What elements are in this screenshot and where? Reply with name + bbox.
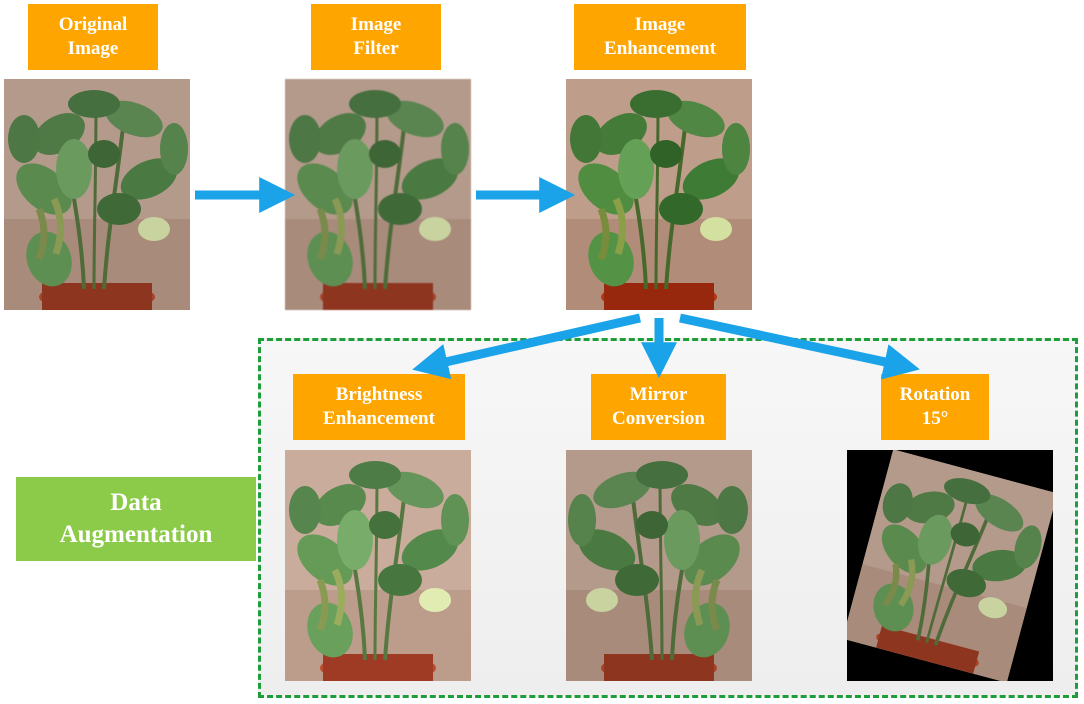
arrow-to-brightness xyxy=(412,313,641,380)
arrow-to-rotation xyxy=(679,313,920,380)
image-filter-label: Image Filter xyxy=(311,4,441,70)
brightness-enhancement-label: Brightness Enhancement xyxy=(293,374,465,440)
mirror-converted-photo xyxy=(566,450,752,681)
filtered-image-photo xyxy=(285,79,471,310)
rotation-label: Rotation 15° xyxy=(881,374,989,440)
original-image-photo xyxy=(4,79,190,310)
rotated-photo-frame xyxy=(847,450,1053,681)
image-enhancement-label: Image Enhancement xyxy=(574,4,746,70)
mirror-conversion-label: Mirror Conversion xyxy=(591,374,726,440)
data-augmentation-label: Data Augmentation xyxy=(16,477,256,561)
enhanced-image-photo xyxy=(566,79,752,310)
original-image-label: Original Image xyxy=(28,4,158,70)
brightness-enhanced-photo xyxy=(285,450,471,681)
